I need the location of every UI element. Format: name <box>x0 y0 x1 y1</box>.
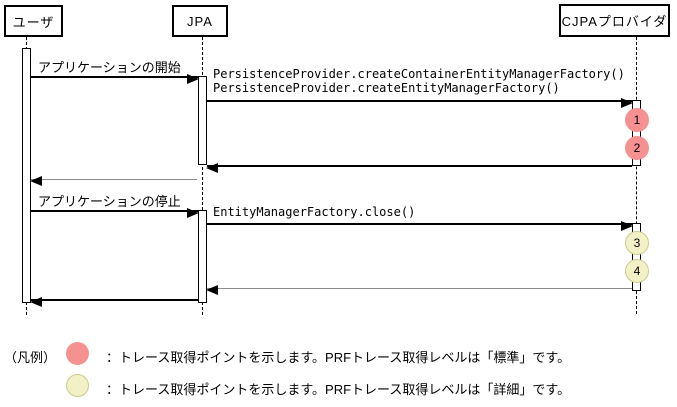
trace-point-number: 3 <box>633 236 641 250</box>
label-app-start: アプリケーションの開始 <box>38 60 181 75</box>
lifeline-jpa <box>202 37 203 315</box>
label-create-emf: PersistenceProvider.createEntityManagerF… <box>213 81 560 95</box>
arrowhead-icon <box>206 163 218 173</box>
arrow-emf-close <box>207 221 633 231</box>
label-app-stop: アプリケーションの停止 <box>38 194 181 209</box>
lifeline-cjpa-provider <box>636 37 637 314</box>
arrow-app-start <box>31 74 199 84</box>
label-emf-close: EntityManagerFactory.close() <box>213 205 416 219</box>
actor-user: ユーザ <box>4 5 63 37</box>
legend-detailed-trace-icon <box>66 374 89 397</box>
legend-detailed-text: ：トレース取得ポイントを示します。PRFトレース取得レベルは「詳細」です。 <box>106 382 571 397</box>
activation-cjpa-1 <box>632 100 641 166</box>
trace-point-number: 1 <box>633 113 641 127</box>
arrowhead-icon <box>187 74 199 84</box>
trace-point-4-icon: 4 <box>625 259 649 283</box>
arrow-return-cjpa-to-jpa-1 <box>206 163 632 173</box>
arrowhead-icon <box>621 221 633 231</box>
arrowhead-icon <box>30 297 42 307</box>
trace-point-2-icon: 2 <box>625 136 649 160</box>
arrow-return-cjpa-to-jpa-2 <box>206 285 632 295</box>
arrow-app-stop <box>31 208 199 218</box>
activation-jpa-2 <box>198 210 207 303</box>
arrow-create-factory <box>207 98 633 108</box>
actor-jpa: JPA <box>172 5 228 37</box>
activation-jpa-1 <box>198 76 207 165</box>
arrow-return-jpa-to-user-2 <box>30 297 198 307</box>
arrowhead-icon <box>621 98 633 108</box>
arrowhead-icon <box>187 208 199 218</box>
legend-standard-text: ：トレース取得ポイントを示します。PRFトレース取得レベルは「標準」です。 <box>106 350 571 365</box>
activation-user <box>22 48 31 303</box>
trace-point-number: 2 <box>633 141 641 155</box>
legend-standard-trace-icon <box>66 342 89 365</box>
arrowhead-icon <box>206 285 218 295</box>
activation-cjpa-2 <box>632 223 641 291</box>
trace-point-number: 4 <box>633 264 641 278</box>
legend-title: （凡例） <box>4 350 57 365</box>
arrowhead-icon <box>30 176 42 186</box>
label-create-container-emf: PersistenceProvider.createContainerEntit… <box>213 67 625 81</box>
trace-point-3-icon: 3 <box>625 231 649 255</box>
actor-cjpa-provider: CJPAプロバイダ <box>559 4 670 37</box>
trace-point-1-icon: 1 <box>625 108 649 132</box>
arrow-return-jpa-to-user-1 <box>30 176 197 186</box>
